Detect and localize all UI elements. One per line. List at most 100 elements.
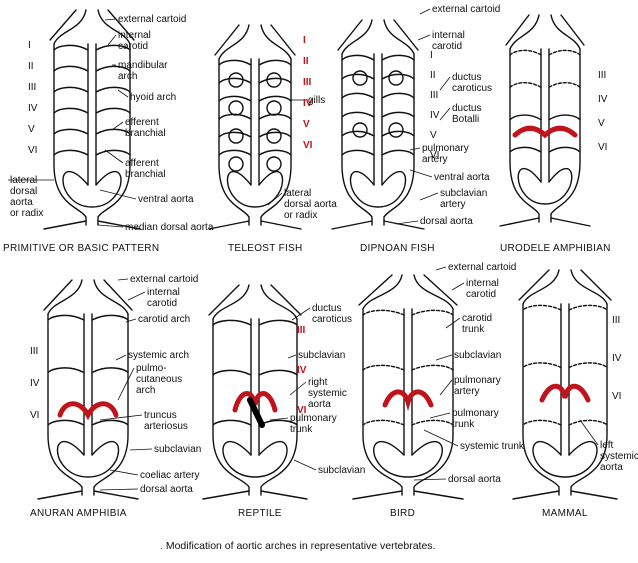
aortic-arch: [381, 73, 415, 80]
leader-line: [267, 192, 283, 206]
aortic-arch: [53, 44, 89, 51]
panel-title: ANURAN AMPHIBIA: [30, 508, 127, 519]
aortic-arch: [53, 149, 89, 156]
aortic-arch: [362, 309, 405, 316]
subclavian-branch: [499, 217, 540, 227]
panel-title: MAMMAL: [542, 508, 588, 519]
leader-line: [419, 8, 431, 15]
aortic-arch: [522, 362, 562, 369]
aortic-arch: [381, 111, 415, 118]
arch-numeral: IV: [297, 365, 307, 376]
aortic-arch: [509, 146, 542, 153]
leader-line: [111, 121, 124, 131]
aortic-arch: [362, 364, 405, 371]
gill-circle: [352, 70, 368, 86]
gill-circle: [228, 100, 244, 116]
aortic-arch: [95, 86, 131, 93]
arch-numeral: VI: [303, 140, 313, 151]
label-dorsal-aorta-3: dorsal aorta: [448, 474, 501, 485]
aortic-arch: [568, 419, 608, 426]
lateral-dorsal-aorta: [522, 303, 560, 496]
leader-line: [419, 192, 439, 201]
heart-outline: [222, 440, 288, 478]
label-left-systemic-aorta: left systemic aorta: [600, 440, 638, 473]
label-subclavian-2: subclavian: [298, 350, 346, 361]
aortic-arch: [91, 367, 129, 374]
label-internal-carotid-1: internal carotid: [118, 30, 151, 52]
carotid-vessel: [518, 269, 550, 301]
aortic-arch: [218, 113, 252, 120]
gill-circle: [388, 70, 404, 86]
aortic-arch: [548, 49, 581, 56]
aortic-arch: [53, 107, 89, 114]
aortic-arch: [522, 304, 562, 311]
carotid-vessel: [260, 284, 298, 320]
label-ventral-aorta-1: ventral aorta: [138, 194, 194, 205]
leader-line: [269, 417, 289, 421]
lateral-dorsal-aorta: [550, 48, 581, 223]
lateral-dorsal-aorta: [341, 53, 373, 226]
arch-numeral: III: [612, 315, 621, 326]
carotid-vessel: [505, 14, 530, 46]
leader-line: [107, 34, 117, 46]
leader-line: [409, 147, 421, 151]
arch-numeral: II: [303, 56, 309, 67]
arch-numeral: V: [598, 118, 605, 129]
lateral-dorsal-aorta: [260, 58, 292, 226]
carotid-vessel: [214, 24, 240, 56]
carotid-vessel: [393, 19, 419, 51]
label-pulmonary-trunk-1: pulmonary trunk: [290, 413, 337, 435]
arch-numeral: III: [598, 70, 607, 81]
aortic-arch: [258, 149, 292, 156]
arch-numeral: IV: [30, 378, 40, 389]
gill-circle: [266, 156, 282, 172]
caption-mark: .: [160, 540, 163, 552]
subclavian-branch: [260, 220, 302, 230]
lateral-dorsal-aorta: [383, 53, 415, 226]
carotid-vessel: [43, 279, 73, 311]
subclavian-branch: [208, 220, 250, 230]
pulmonary-arch-red: [512, 125, 578, 139]
aortic-arch: [258, 59, 292, 66]
figure-caption: . Modification of aortic arches in repre…: [160, 540, 435, 552]
aortic-arch: [341, 92, 375, 99]
leader-line: [423, 429, 459, 447]
heart-outline: [56, 440, 120, 478]
aortic-arch: [258, 113, 292, 120]
aortic-arch: [218, 77, 252, 84]
leader-line: [115, 354, 127, 361]
leader-line: [97, 224, 124, 228]
label-subclavian-3: subclavian: [318, 465, 366, 476]
aortic-arch: [341, 149, 375, 156]
label-systemic-arch: systemic arch: [128, 350, 190, 361]
leader-line: [395, 220, 419, 225]
label-systemic-trunk: systemic trunk: [460, 441, 524, 452]
arch-numeral: III: [430, 90, 439, 101]
heart-outline: [62, 170, 122, 208]
aortic-arch: [53, 128, 89, 135]
aortic-arch: [258, 131, 292, 138]
aortic-arch: [95, 65, 131, 72]
label-ductus-botalli: ductus Botalli: [452, 103, 482, 125]
gill-circle: [228, 156, 244, 172]
subclavian-branch: [37, 490, 83, 500]
lateral-dorsal-aorta: [260, 318, 298, 496]
carotid-vessel: [341, 19, 373, 55]
label-gills: gills: [308, 95, 326, 106]
lateral-dorsal-aorta: [413, 308, 454, 496]
aortic-arch: [53, 65, 89, 72]
aortic-arch: [218, 95, 252, 102]
aortic-arch: [568, 362, 608, 369]
carotid-vessel: [208, 284, 240, 316]
pulmo-cutaneous-arch-red: [57, 401, 119, 421]
aortic-arch: [47, 419, 85, 426]
panel-title: TELEOST FISH: [228, 243, 303, 254]
arch-numeral: I: [303, 35, 306, 46]
aortic-arch: [341, 130, 375, 137]
subclavian-branch: [352, 490, 403, 500]
leader-line: [117, 367, 135, 401]
leader-line: [435, 354, 453, 361]
carotid-vessel: [97, 9, 131, 45]
leader-line: [99, 488, 139, 491]
